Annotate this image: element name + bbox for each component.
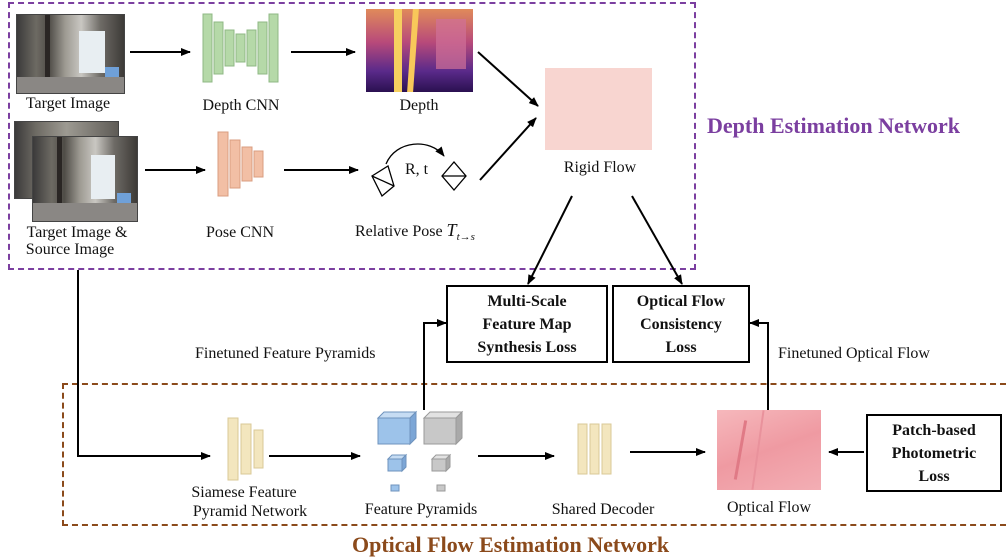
feature-pyramid-blue [376,410,418,492]
depth-map-image [366,9,473,92]
rigid-flow-label: Rigid Flow [563,159,637,176]
optical-flow-image [717,410,821,490]
target-image-photo [16,14,125,94]
patch-photometric-line-2: Photometric [891,444,977,462]
multi-scale-loss-line-2: Feature Map [482,315,572,333]
optical-flow-label: Optical Flow [727,499,811,516]
relative-pose-text: Relative Pose [355,223,443,240]
finetuned-optical-flow-label: Finetuned Optical Flow [778,345,930,362]
optical-consistency-line-2: Consistency [640,315,722,333]
depth-estimation-region [8,2,696,270]
relative-pose-icon [371,143,467,198]
depth-section-title: Depth Estimation Network [707,113,960,138]
multi-scale-loss-line-1: Multi-Scale [487,292,567,310]
rigid-flow-image [545,68,652,150]
siamese-label-2: Pyramid Network [192,503,308,520]
patch-photometric-line-1: Patch-based [892,421,976,439]
shared-decoder-label: Shared Decoder [551,501,655,518]
optical-flow-estimation-region [62,383,1006,526]
target-image-label: Target Image [25,95,111,112]
finetuned-feature-pyramids-label: Finetuned Feature Pyramids [195,345,376,362]
relative-pose-subscript: t→s [456,231,475,244]
rt-label: R, t [405,161,429,178]
siamese-label-1: Siamese Feature [191,484,297,501]
depth-cnn-label: Depth CNN [202,97,280,114]
target-source-label-1: Target Image & [26,224,128,241]
pose-cnn-label: Pose CNN [205,224,275,241]
shared-decoder-block [577,423,612,475]
relative-pose-label: Relative Pose Tt→s [355,220,475,243]
depth-label: Depth [399,97,439,114]
feature-pyramids-label: Feature Pyramids [364,501,478,518]
depth-cnn-block [202,13,279,83]
patch-photometric-line-3: Loss [918,467,950,485]
target-source-label-2: Source Image [25,241,115,258]
target-image-photo-2 [32,136,138,222]
feature-pyramid-gray [422,410,464,492]
patch-photometric-loss-box: Patch-based Photometric Loss [866,414,1002,492]
optical-consistency-line-1: Optical Flow [636,292,726,310]
optical-consistency-line-3: Loss [665,338,697,356]
multi-scale-loss-box: Multi-Scale Feature Map Synthesis Loss [446,285,608,363]
pose-cnn-block [217,131,264,197]
multi-scale-loss-line-3: Synthesis Loss [477,338,577,356]
optical-consistency-loss-box: Optical Flow Consistency Loss [612,285,750,363]
relative-pose-symbol: T [446,220,457,240]
siamese-network-block [227,417,264,481]
optical-section-title: Optical Flow Estimation Network [352,532,670,557]
